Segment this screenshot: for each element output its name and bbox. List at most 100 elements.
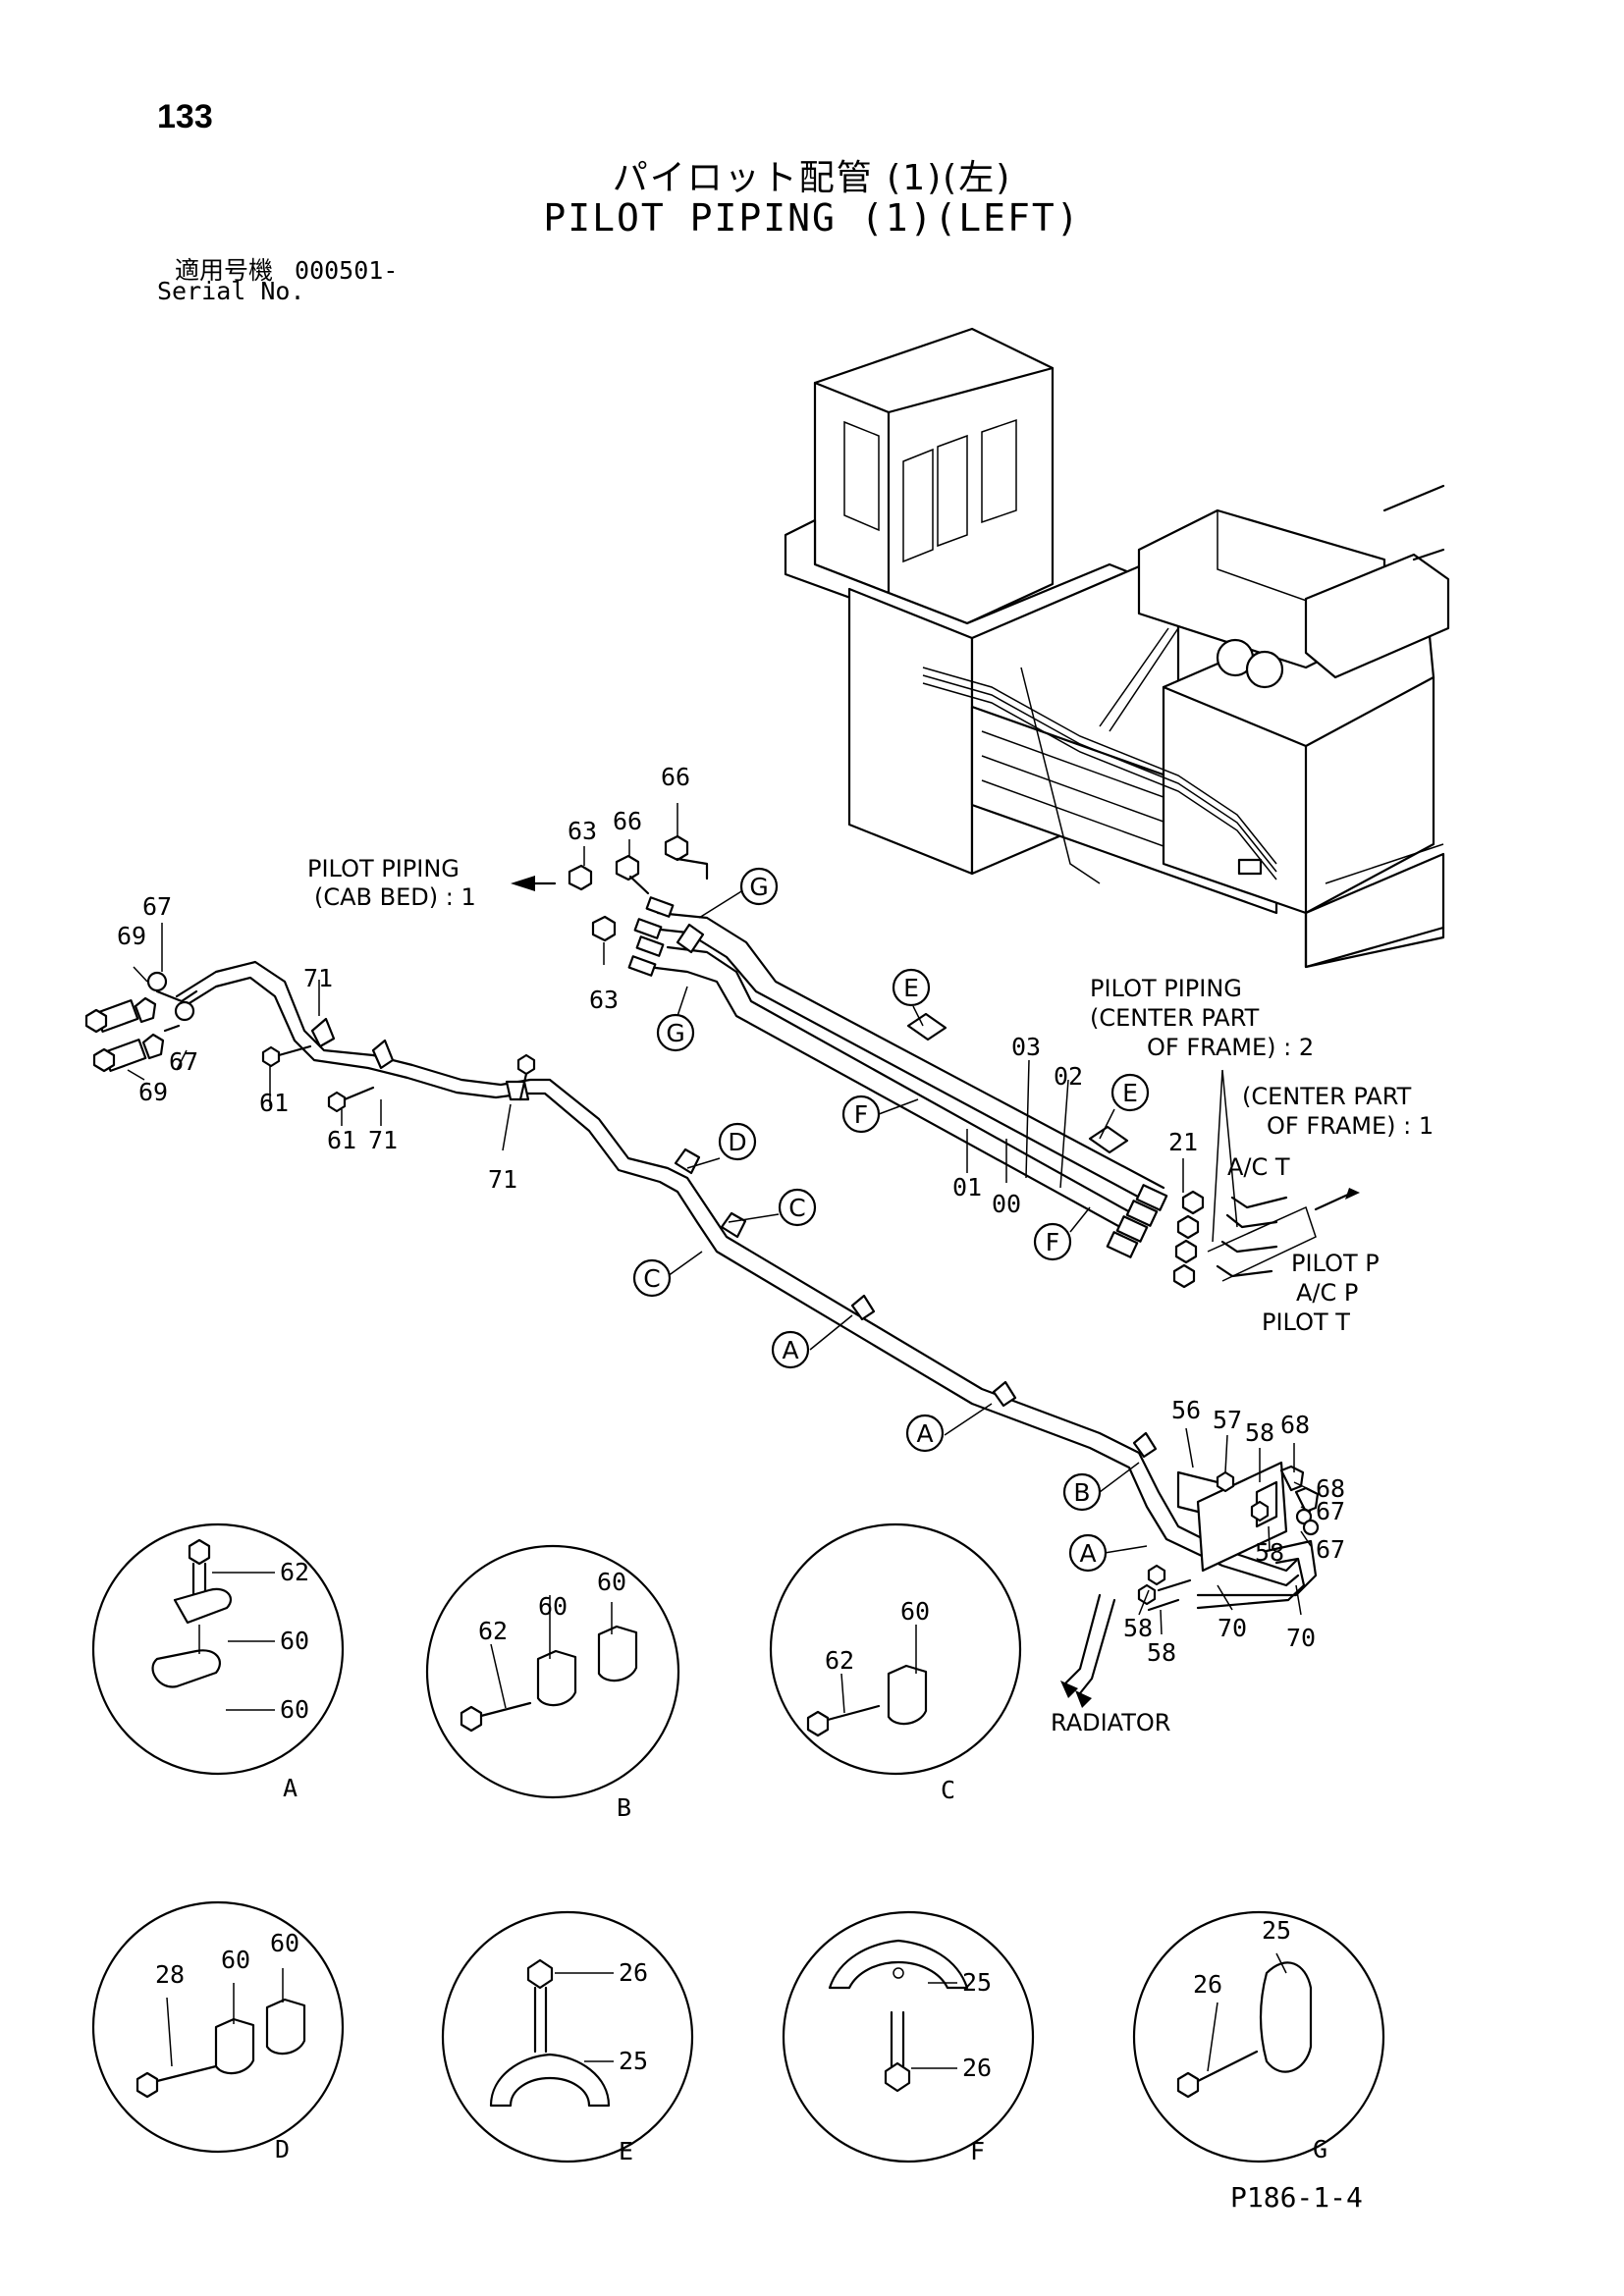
detail-b: 62 60 60 B: [425, 1544, 680, 1822]
callout-21: 21: [1168, 1128, 1198, 1156]
detail-d-label-60-right: 60: [270, 1929, 299, 1957]
marker-f-right: F: [1033, 1222, 1072, 1261]
detail-g-label-25: 25: [1262, 1916, 1291, 1945]
marker-c-right: C: [778, 1188, 817, 1227]
callout-61-left: 61: [259, 1089, 289, 1117]
lower-pipe-run: [175, 960, 1300, 1587]
marker-a-lower: A: [905, 1414, 945, 1453]
svg-text:G: G: [666, 1019, 684, 1047]
serial-value: 000501-: [295, 256, 399, 285]
detail-d-label-28: 28: [155, 1960, 185, 1989]
svg-text:A: A: [1079, 1539, 1096, 1568]
callout-58-right: 58: [1255, 1538, 1284, 1567]
leader-lines: [127, 803, 1312, 1635]
detail-e: 26 25 E: [441, 1910, 694, 2165]
detail-c-letter: C: [941, 1776, 955, 1804]
callout-67-top: 67: [142, 892, 172, 921]
page-number: 133: [157, 98, 213, 135]
note-radiator: RADIATOR: [1051, 1709, 1170, 1736]
callout-63-bottom: 63: [589, 986, 619, 1014]
annotations: PILOT PIPING (CAB BED) : 1 PILOT PIPING …: [307, 855, 1434, 1736]
note-center-2-3: OF FRAME) : 2: [1147, 1034, 1314, 1061]
radiator-bracket-assembly: [1060, 1461, 1320, 1708]
note-ac-p: A/C P: [1296, 1279, 1358, 1307]
marker-e-top: E: [892, 968, 931, 1007]
note-cab-bed-2: (CAB BED) : 1: [314, 883, 476, 911]
callout-70-left: 70: [1218, 1614, 1247, 1642]
callout-71-left: 71: [303, 964, 333, 992]
detail-b-label-60-left: 60: [538, 1592, 568, 1621]
marker-a-middle: A: [771, 1330, 810, 1369]
note-center-1-1: (CENTER PART: [1242, 1083, 1412, 1110]
serial-label-japanese: 適用号機 000501-: [175, 251, 398, 287]
marker-c-left: C: [632, 1258, 672, 1298]
svg-text:G: G: [749, 873, 768, 901]
callout-58-lower-a: 58: [1123, 1614, 1153, 1642]
marker-d: D: [718, 1122, 757, 1161]
title-japanese: パイロット配管 (1)(左): [612, 158, 1012, 198]
callout-58-top: 58: [1245, 1418, 1274, 1447]
callout-68-right: 68: [1316, 1474, 1345, 1503]
serial-jp-text: 適用号機: [175, 256, 274, 285]
detail-c: 62 60 C: [769, 1522, 1022, 1804]
svg-text:C: C: [788, 1194, 805, 1222]
note-cab-bed-1: PILOT PIPING: [307, 855, 460, 882]
title-english: PILOT PIPING (1)(LEFT): [543, 196, 1081, 240]
detail-a-label-62: 62: [280, 1558, 309, 1586]
detail-e-label-25: 25: [619, 2047, 648, 2075]
note-center-1-2: OF FRAME) : 1: [1267, 1112, 1434, 1140]
callout-00: 00: [992, 1190, 1021, 1218]
svg-text:E: E: [1122, 1079, 1138, 1107]
machine-frame-illustration: [784, 327, 1450, 969]
detail-b-letter: B: [617, 1793, 631, 1822]
marker-f-left: F: [841, 1095, 881, 1134]
svg-text:B: B: [1073, 1478, 1090, 1507]
marker-b-end: B: [1062, 1472, 1102, 1512]
detail-d: 28 60 60 D: [91, 1900, 345, 2163]
detail-b-label-60-right: 60: [597, 1568, 626, 1596]
detail-a: 62 60 60 A: [91, 1522, 345, 1802]
marker-e-right: E: [1110, 1073, 1150, 1112]
svg-text:F: F: [1046, 1228, 1059, 1256]
main-pipe-bundle: [627, 896, 1317, 1289]
detail-a-letter: A: [283, 1774, 298, 1802]
footer-code: P186-1-4: [1230, 2181, 1363, 2214]
callout-56: 56: [1171, 1396, 1201, 1424]
marker-leaders: [667, 887, 1148, 1554]
detail-f-letter: F: [970, 2137, 985, 2165]
detail-f: 25 26 F: [782, 1910, 1035, 2165]
detail-a-label-60-bottom: 60: [280, 1695, 309, 1724]
note-center-2-2: (CENTER PART: [1090, 1004, 1260, 1032]
marker-a-end: A: [1068, 1533, 1108, 1573]
detail-d-letter: D: [275, 2135, 290, 2163]
callout-58-lower-b: 58: [1147, 1638, 1176, 1667]
svg-text:A: A: [782, 1336, 798, 1364]
callout-01: 01: [952, 1173, 982, 1201]
callout-57: 57: [1213, 1406, 1242, 1434]
svg-text:D: D: [728, 1128, 746, 1156]
callout-67-bottom: 67: [169, 1047, 198, 1076]
detail-f-label-26: 26: [962, 2054, 992, 2082]
callout-68-top: 68: [1280, 1411, 1310, 1439]
part-callouts: 63 66 66 63 67 69 71 67 69 61 61 71 71 0…: [117, 763, 1345, 1667]
callout-66-left: 66: [613, 807, 642, 835]
detail-d-label-60-left: 60: [221, 1946, 250, 1974]
detail-g-label-26: 26: [1193, 1970, 1222, 1999]
callout-66-top: 66: [661, 763, 690, 791]
detail-e-label-26: 26: [619, 1958, 648, 1987]
callout-69-top: 69: [117, 922, 146, 950]
detail-c-label-62: 62: [825, 1646, 854, 1675]
detail-c-label-60: 60: [900, 1597, 930, 1626]
callout-02: 02: [1054, 1062, 1083, 1091]
callout-69-bottom: 69: [138, 1078, 168, 1106]
callout-71-middle: 71: [368, 1126, 398, 1154]
callout-70-right: 70: [1286, 1624, 1316, 1652]
serial-label-english: Serial No.: [157, 277, 305, 305]
marker-g-top: G: [739, 867, 779, 906]
detail-g: 25 26 G: [1132, 1910, 1385, 2163]
note-center-2-1: PILOT PIPING: [1090, 975, 1242, 1002]
svg-text:E: E: [903, 974, 919, 1002]
note-ac-t: A/C T: [1227, 1153, 1290, 1181]
detail-e-letter: E: [619, 2137, 633, 2165]
callout-67-right-a: 67: [1316, 1497, 1345, 1525]
